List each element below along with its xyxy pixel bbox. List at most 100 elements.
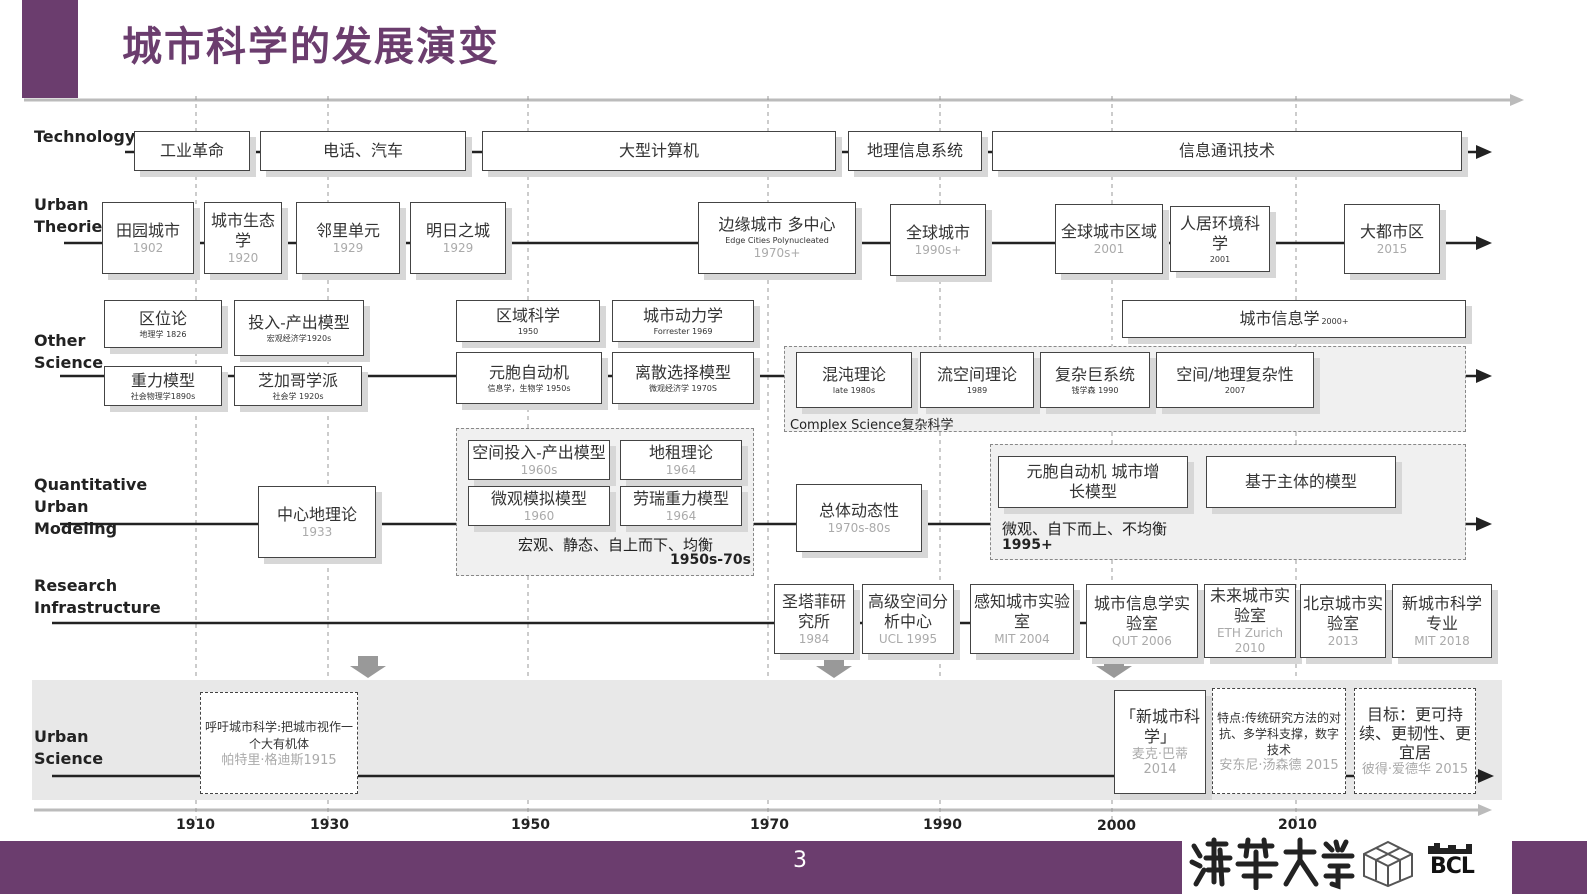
infra-title: 城市信息学实验室 [1093, 593, 1190, 633]
science-meta: 2000+ [1321, 317, 1349, 326]
science-meta: 信息学，生物学 1950s [487, 383, 571, 393]
science-meta: 宏观经济学1920s [266, 333, 332, 343]
theory-year: 2015 [1376, 241, 1408, 256]
science-meta: 1989 [966, 385, 988, 395]
cube-logo-icon [1363, 840, 1413, 888]
bcl-text: BCL [1430, 854, 1475, 879]
science-title: 区位论 [138, 308, 187, 328]
science-title: 流空间理论 [936, 364, 1017, 384]
infra-year: MIT 2018 [1414, 633, 1470, 648]
model-title: 微观模拟模型 [490, 488, 587, 508]
theories-arrow [1476, 236, 1492, 250]
urban-science-box: 特点:传统研究方法的对抗、多学科支撑，数字技术安东尼·汤森德 2015 [1212, 688, 1346, 794]
urban-science-arrow [1478, 769, 1494, 783]
tech-box: 工业革命 [134, 131, 250, 171]
model-year: 1960 [523, 508, 555, 523]
infra-title: 圣塔菲研究所 [781, 591, 846, 631]
row-label-urban-science: Urban Science [34, 727, 104, 768]
science-title: 区域科学 [495, 305, 560, 325]
complex-science-label: Complex Science复杂科学 [790, 418, 954, 433]
header-divider-arrow [1510, 94, 1524, 106]
tech-label: 信息通讯技术 [1178, 141, 1275, 160]
infra-title: 未来城市实验室 [1209, 586, 1290, 625]
science-box: 复杂巨系统钱学森 1990 [1040, 352, 1150, 408]
infra-year: MIT 2004 [994, 631, 1050, 646]
bcl-skyline-icon [1428, 843, 1472, 854]
model-year: 1964 [665, 508, 697, 523]
page-title: 城市科学的发展演变 [122, 24, 500, 70]
infra-title: 感知城市实验室 [973, 591, 1070, 631]
model-year: 1933 [301, 524, 333, 539]
science-box: 重力模型社会物理学1890s [104, 366, 222, 406]
theory-year: 1929 [332, 240, 364, 255]
down-arrow-2000s [1096, 656, 1132, 678]
tech-box: 大型计算机 [482, 131, 836, 171]
science-title: 混沌理论 [821, 364, 886, 384]
urban-science-title: 「新城市科学」 [1119, 707, 1200, 746]
urban-science-title: 特点:传统研究方法的对抗、多学科支撑，数字技术 [1216, 710, 1342, 757]
science-box: 离散选择模型微观经济学 1970S [612, 352, 754, 404]
theory-year: 1920 [227, 250, 259, 265]
science-title: 芝加哥学派 [257, 370, 338, 390]
tech-label: 工业革命 [159, 141, 224, 160]
theory-year: 1929 [442, 240, 474, 255]
model-title: 劳瑞重力模型 [632, 488, 729, 508]
macro-period: 1950s-70s [670, 552, 751, 568]
science-meta: 地理学 1826 [139, 329, 187, 339]
infra-title: 新城市科学专业 [1401, 593, 1482, 633]
axis-tick: 1950 [511, 817, 550, 833]
tech-label: 电话、汽车 [322, 141, 403, 160]
down-arrow-1930s [350, 656, 386, 678]
model-box: 元胞自动机 城市增长模型 [998, 456, 1188, 508]
science-meta: 2007 [1224, 385, 1246, 395]
bcl-logo: BCL [1426, 842, 1480, 886]
science-meta: 钱学森 1990 [1071, 385, 1119, 395]
science-meta: 1950 [517, 326, 539, 336]
axis-tick: 1970 [750, 817, 789, 833]
tech-label: 地理信息系统 [866, 141, 963, 160]
other-science-arrow [1476, 369, 1492, 383]
micro-note: 微观、自下而上、不均衡 [1002, 520, 1168, 538]
urban-science-box: 「新城市科学」麦克·巴蒂 2014 [1114, 690, 1206, 794]
theory-year: 1970s+ [753, 246, 801, 260]
science-box: 区位论地理学 1826 [104, 300, 222, 348]
tsinghua-logo [1189, 837, 1355, 890]
infra-year: 2013 [1327, 633, 1359, 648]
page-number: 3 [793, 848, 807, 873]
infra-title: 北京城市实验室 [1303, 593, 1384, 633]
model-year: 1970s-80s [827, 520, 891, 535]
tech-box: 地理信息系统 [848, 131, 982, 171]
logo-area: BCL [1182, 834, 1512, 894]
theory-subtitle: Edge Cities Polynucleated [725, 236, 829, 245]
science-title: 离散选择模型 [634, 362, 731, 382]
axis-tick: 2010 [1278, 817, 1317, 833]
science-meta: 微观经济学 1970S [649, 383, 717, 393]
urban-science-title: 目标：更可持续、更韧性、更宜居 [1358, 705, 1471, 762]
theory-title: 邻里单元 [315, 220, 380, 240]
infra-year: QUT 2006 [1112, 633, 1172, 648]
infra-year: UCL 1995 [878, 631, 938, 646]
tech-label: 大型计算机 [618, 141, 699, 160]
time-axis-arrow [1478, 804, 1492, 816]
theory-title: 明日之城 [425, 220, 490, 240]
technology-arrow [1476, 145, 1492, 159]
row-label-technology: Technology [34, 127, 136, 146]
theory-year: 1902 [132, 240, 164, 255]
urban-science-source: 彼得·爱德华 2015 [1361, 762, 1469, 777]
science-title: 元胞自动机 [488, 362, 569, 382]
